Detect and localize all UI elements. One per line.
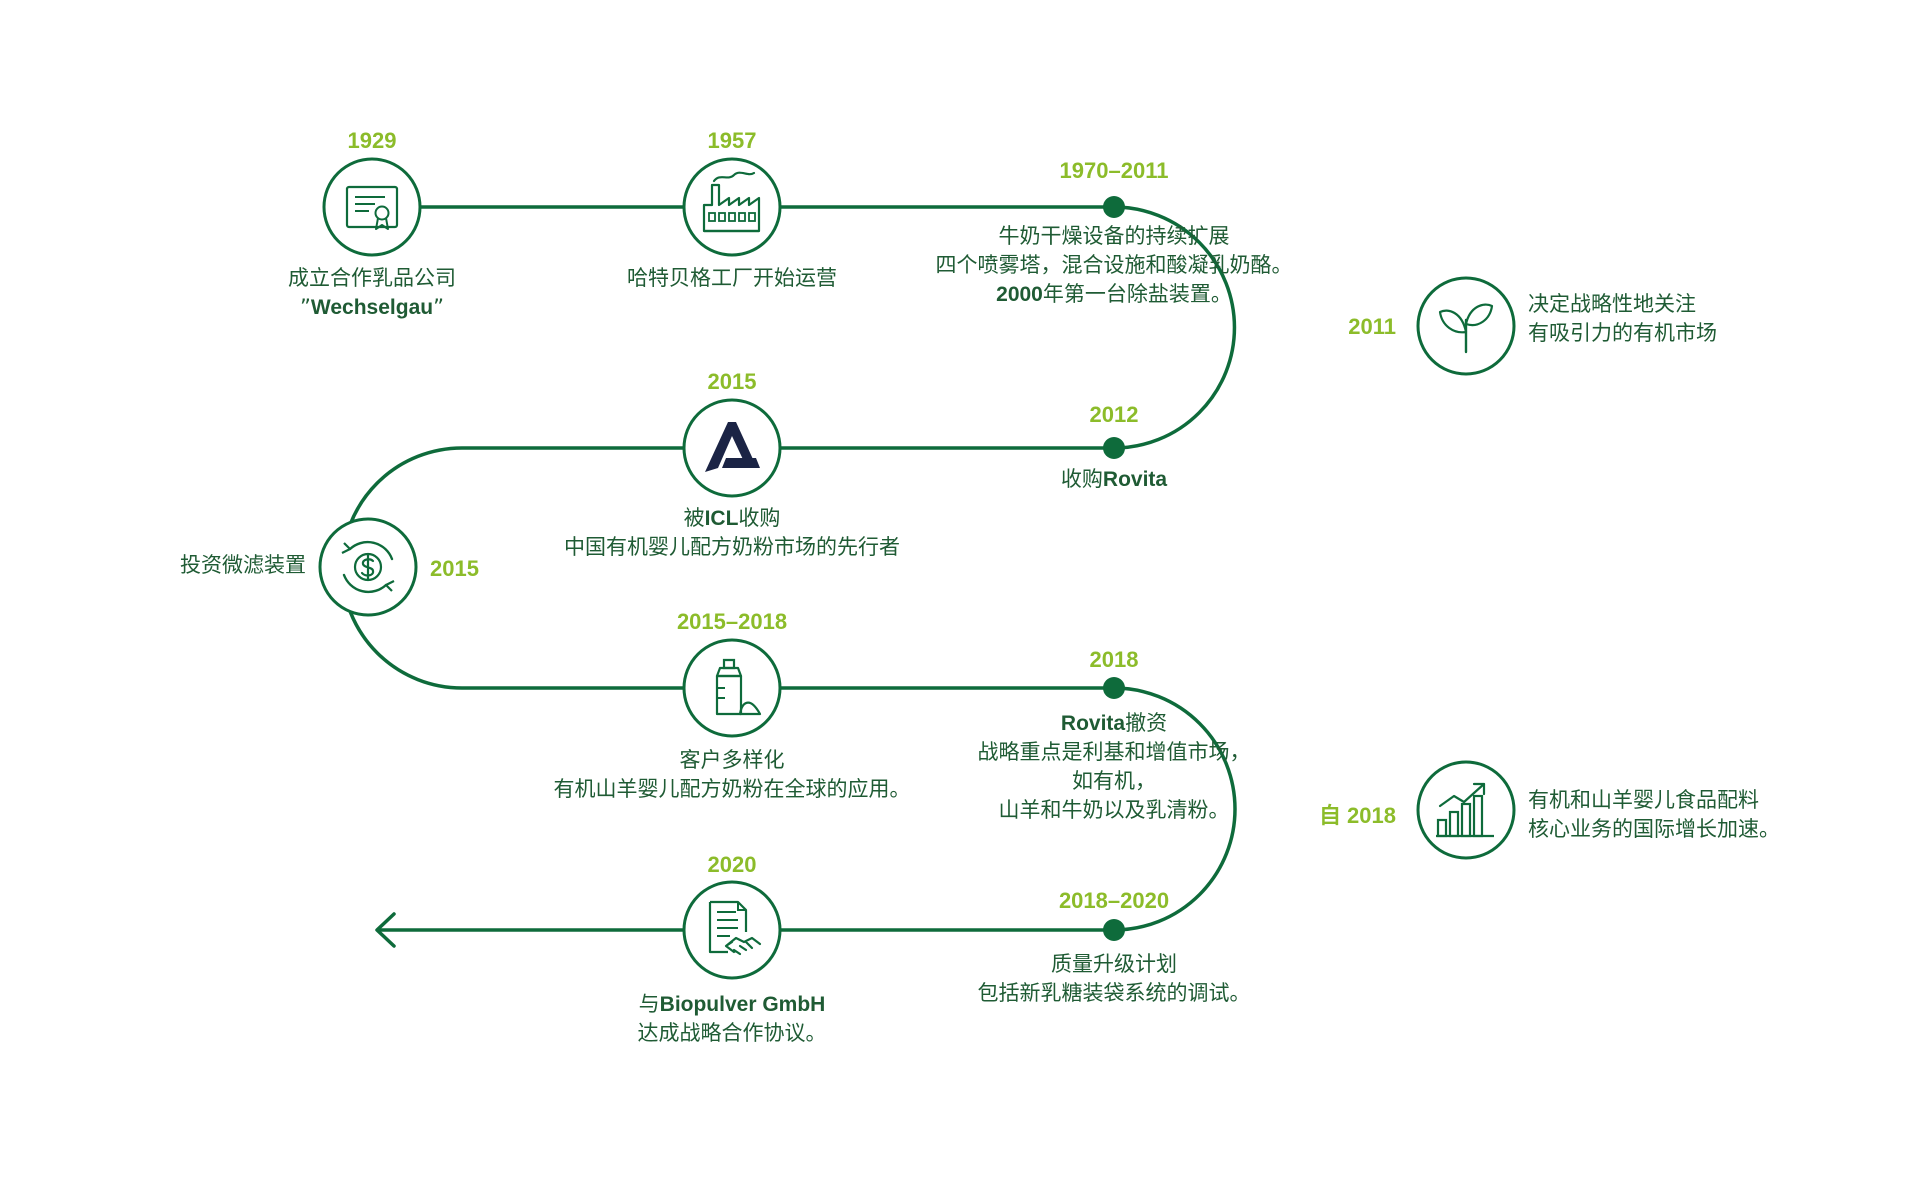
- milestone-line: 达成战略合作协议。: [637, 1021, 827, 1045]
- milestone-description: 收购Rovita: [1061, 465, 1167, 494]
- milestone-line: 牛奶干燥设备的持续扩展: [998, 224, 1230, 248]
- factory-icon: [702, 171, 761, 233]
- dollar-cycle-icon: [341, 540, 395, 594]
- milestone-year: 2020: [707, 852, 757, 877]
- milestone-line: 被ICL收购: [683, 506, 781, 530]
- milestone-year: 2018: [1089, 647, 1139, 672]
- milestone-year: 1929: [347, 128, 397, 153]
- milestone-line: 中国有机婴儿配方奶粉市场的先行者: [564, 535, 900, 559]
- milestone-dot-3: [1103, 196, 1125, 218]
- milestone-line: 成立合作乳品公司: [288, 266, 456, 290]
- milestone-line: 核心业务的国际增长加速。: [1528, 817, 1780, 841]
- milestone-dot-5: [1103, 437, 1125, 459]
- milestone-line: 投资微滤装置: [180, 553, 306, 577]
- milestone-description: 客户多样化有机山羊婴儿配方奶粉在全球的应用。: [554, 746, 911, 804]
- milestone-description: 与Biopulver GmbH 达成战略合作协议。: [638, 990, 827, 1048]
- milestone-line: 哈特贝格工厂开始运营: [627, 266, 837, 290]
- milestone-description: 决定战略性地关注有吸引力的有机市场: [1528, 290, 1717, 348]
- milestone-description: 哈特贝格工厂开始运营: [627, 264, 837, 293]
- milestone-year: 2012: [1089, 402, 1139, 427]
- milestone-description: 牛奶干燥设备的持续扩展四个喷雾塔，混合设施和酸凝乳奶酪。 2000年第一台除盐装置…: [936, 222, 1293, 309]
- milestone-line: 如有机，: [1072, 769, 1156, 793]
- milestone-line: 2000年第一台除盐装置。: [996, 282, 1232, 306]
- milestone-line: 山羊和牛奶以及乳清粉。: [998, 798, 1230, 822]
- milestone-description: Rovita撤资战略重点是利基和增值市场， 如有机， 山羊和牛奶以及乳清粉。: [978, 709, 1251, 825]
- milestone-node-7: [318, 517, 418, 617]
- milestone-node-8: [682, 638, 782, 738]
- growth-chart-icon: [1436, 782, 1494, 838]
- milestone-description: 成立合作乳品公司 ”Wechselgau”: [288, 264, 456, 322]
- milestone-node-1: [322, 157, 422, 257]
- milestone-line: 包括新乳糖装袋系统的调试。: [977, 981, 1251, 1005]
- milestone-line: 决定战略性地关注: [1528, 292, 1696, 316]
- milestone-line: ”Wechselgau”: [300, 295, 444, 319]
- milestone-year: 自 2018: [1318, 803, 1396, 828]
- milestone-node-6: [682, 398, 782, 498]
- milestone-line: 有机和山羊婴儿食品配料: [1528, 788, 1759, 812]
- milestone-line: Rovita撤资: [1060, 711, 1168, 735]
- milestone-description: 有机和山羊婴儿食品配料核心业务的国际增长加速。: [1528, 786, 1780, 844]
- milestone-line: 战略重点是利基和增值市场，: [977, 740, 1251, 764]
- milestone-year: 2015–2018: [676, 609, 788, 634]
- milestone-node-2: [682, 157, 782, 257]
- baby-bottle-icon: [715, 658, 762, 716]
- milestone-line: 四个喷雾塔，混合设施和酸凝乳奶酪。: [935, 253, 1293, 277]
- milestone-line: 客户多样化: [679, 748, 785, 772]
- milestone-year: 2011: [1348, 314, 1396, 339]
- icl-logo-icon: [705, 422, 760, 472]
- milestone-year: 1957: [707, 128, 757, 153]
- milestone-line: 收购Rovita: [1060, 467, 1168, 491]
- milestone-node-12: [682, 880, 782, 980]
- milestone-line: 质量升级计划: [1051, 952, 1177, 976]
- milestone-node-10: [1416, 760, 1516, 860]
- milestone-year: 2015: [707, 369, 757, 394]
- milestone-line: 与Biopulver GmbH: [638, 992, 826, 1016]
- milestone-node-4: [1416, 276, 1516, 376]
- milestone-description: 质量升级计划包括新乳糖装袋系统的调试。: [978, 950, 1251, 1008]
- milestone-year: 2015: [430, 556, 479, 581]
- milestone-year: 1970–2011: [1059, 158, 1169, 183]
- milestone-year: 2018–2020: [1058, 888, 1170, 913]
- milestone-description: 投资微滤装置: [180, 551, 306, 580]
- milestone-line: 有机山羊婴儿配方奶粉在全球的应用。: [553, 777, 911, 801]
- certificate-icon: [345, 185, 399, 230]
- milestone-dot-11: [1103, 919, 1125, 941]
- plant-sprout-icon: [1438, 303, 1494, 354]
- milestone-line: 有吸引力的有机市场: [1528, 321, 1717, 345]
- milestone-dot-9: [1103, 677, 1125, 699]
- arrow-head-icon: [375, 912, 396, 948]
- contract-handshake-icon: [708, 900, 762, 956]
- milestone-description: 被ICL收购中国有机婴儿配方奶粉市场的先行者: [564, 504, 900, 562]
